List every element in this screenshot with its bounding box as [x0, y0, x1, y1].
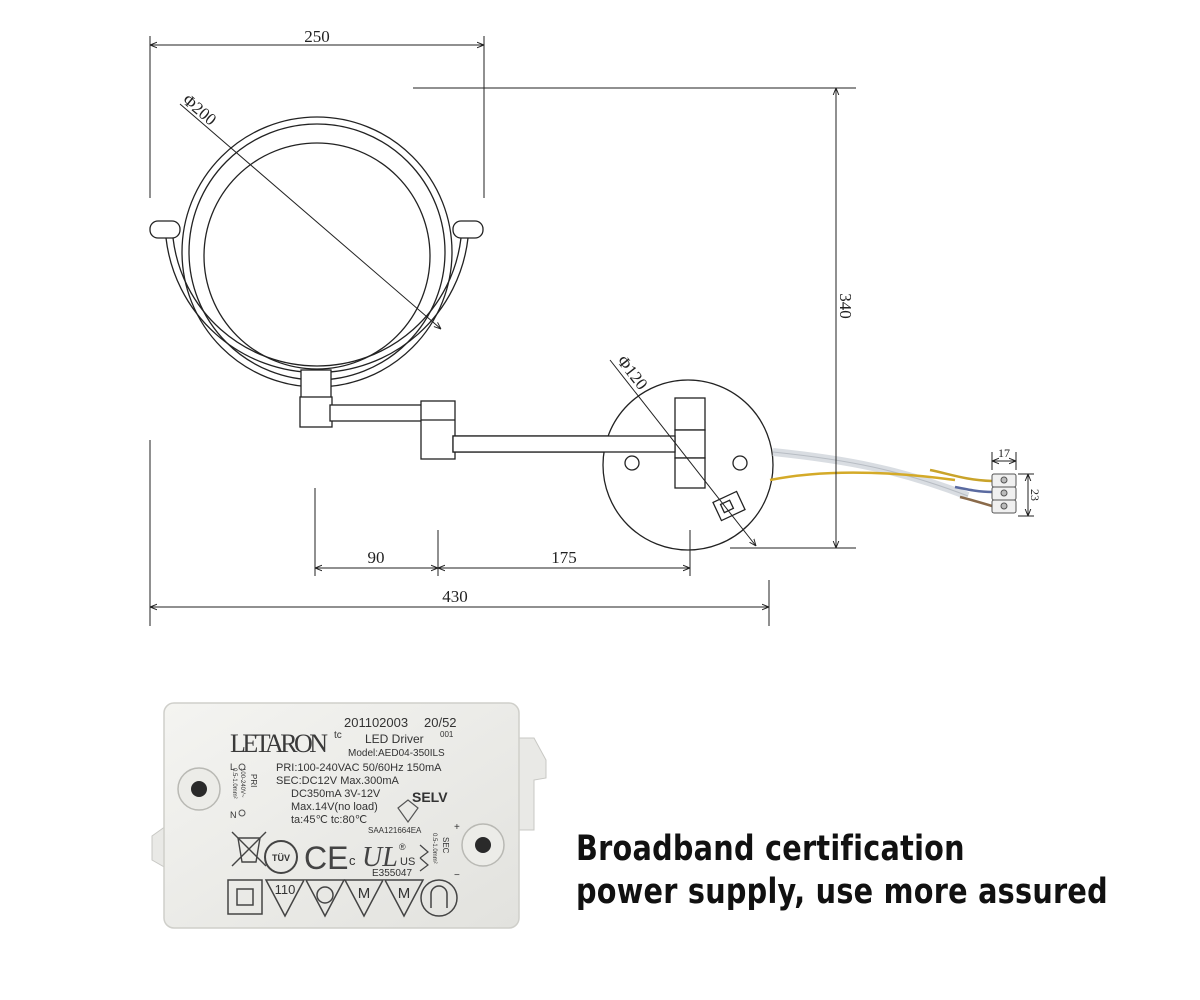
driver-date: 20/52 — [424, 715, 457, 730]
product-caption: Broadband certification power supply, us… — [576, 828, 1108, 914]
ul-mark: UL — [362, 842, 398, 873]
dim-250: 250 — [304, 27, 330, 46]
svg-text:100-240V~: 100-240V~ — [239, 768, 245, 798]
mirror-outer-ring — [181, 116, 453, 388]
triangle-lamp-icon — [304, 879, 346, 918]
plus-mark: + — [454, 822, 460, 833]
thermal-circle-icon — [420, 879, 458, 917]
svg-text:PRI: PRI — [249, 774, 258, 787]
driver-saa: SAA121664EA — [368, 826, 422, 835]
elbow-joint-2 — [420, 400, 456, 460]
caption-line-2: power supply, use more assured — [576, 872, 1108, 912]
screw-hole-right — [732, 455, 748, 471]
svg-text:SEC: SEC — [441, 837, 450, 854]
elbow-joint-1 — [299, 396, 333, 428]
led-driver: LETARON tc 201102003 20/52 001 LED Drive… — [151, 702, 547, 929]
left-pivot-knob — [149, 220, 181, 239]
base-block-mid — [674, 429, 706, 459]
caption-line-1: Broadband certification — [576, 829, 965, 869]
m-mark-2: M — [398, 885, 411, 902]
driver-product: LED Driver — [365, 732, 424, 746]
dim-340: 340 — [836, 293, 855, 319]
driver-model: Model:AED04-350ILS — [348, 748, 445, 759]
svg-text:0.5-1.0mm²: 0.5-1.0mm² — [231, 768, 237, 799]
tuv-mark-icon: TÜV — [264, 840, 298, 874]
bottom-symbols — [227, 879, 458, 918]
base-block-top — [674, 397, 706, 431]
driver-dc: DC350mA 3V-12V — [291, 788, 381, 800]
registered-mark: ® — [399, 842, 406, 852]
class-110: 110 — [275, 882, 296, 897]
class-ii-icon — [419, 844, 429, 872]
base-block-bottom — [674, 457, 706, 489]
mirror-glass — [203, 142, 431, 370]
mirror-yoke — [165, 237, 469, 374]
wall-base — [452, 379, 774, 551]
screw-hole-left — [624, 455, 640, 471]
driver-batch: 001 — [440, 730, 454, 739]
dim-17: 17 — [998, 446, 1010, 460]
terminal-block — [991, 473, 1017, 514]
n-mark: N — [230, 810, 237, 820]
dim-175: 175 — [551, 548, 577, 567]
driver-temps: ta:45℃ tc:80℃ — [291, 814, 367, 826]
us-mark: US — [400, 856, 415, 868]
dim-diameter-200: Φ200 — [179, 90, 220, 129]
svg-text:TÜV: TÜV — [272, 853, 290, 863]
triangle-m2-icon — [383, 879, 425, 918]
switch-housing — [712, 490, 746, 522]
dim-diameter-120: Φ120 — [613, 352, 651, 394]
driver-tc: tc — [334, 730, 342, 741]
weee-bin-icon — [231, 831, 267, 867]
driver-max: Max.14V(no load) — [291, 801, 378, 813]
driver-body — [163, 702, 520, 929]
switch-rocker — [719, 499, 735, 514]
dim-90: 90 — [368, 548, 385, 567]
left-mount-hole — [191, 781, 207, 797]
c-mark: c — [349, 853, 356, 868]
driver-brand: LETARON — [230, 729, 328, 758]
driver-right-tab — [515, 737, 547, 831]
dimension-labels: 250 Φ200 340 Φ120 90 175 430 17 23 — [179, 27, 1042, 606]
dim-23: 23 — [1028, 489, 1042, 501]
triangle-110-icon — [264, 879, 306, 918]
driver-pri: PRI:100-240VAC 50/60Hz 150mA — [276, 762, 442, 774]
class-box-icon — [227, 879, 263, 915]
pri-terminal-legend: PRI 100-240V~ 0.5-1.0mm² — [231, 768, 258, 799]
minus-mark: − — [454, 870, 460, 881]
l-mark: L — [230, 762, 235, 772]
dimension-lines — [149, 36, 1034, 626]
driver-selv: SELV — [412, 789, 448, 805]
ce-mark: CE — [304, 840, 348, 876]
power-cable — [769, 448, 1017, 514]
driver-sec: SEC:DC12V Max.300mA — [276, 775, 400, 787]
right-mount-hole — [475, 837, 491, 853]
triangle-m1-icon — [343, 879, 385, 918]
svg-text:0.5-1.0mm²: 0.5-1.0mm² — [431, 833, 437, 864]
mirror-assembly — [149, 116, 678, 460]
dim-430: 430 — [442, 587, 468, 606]
mirror-inner-ring — [188, 123, 446, 381]
arm-segment-1 — [329, 404, 423, 422]
sec-terminal-legend: SEC 0.5-1.0mm² — [431, 833, 450, 864]
rcm-mark — [397, 799, 419, 824]
right-pivot-knob — [452, 220, 484, 239]
driver-code: 201102003 — [344, 715, 408, 730]
mirror-neck — [300, 369, 332, 401]
driver-file: E355047 — [372, 868, 412, 879]
m-mark-1: M — [358, 885, 371, 902]
